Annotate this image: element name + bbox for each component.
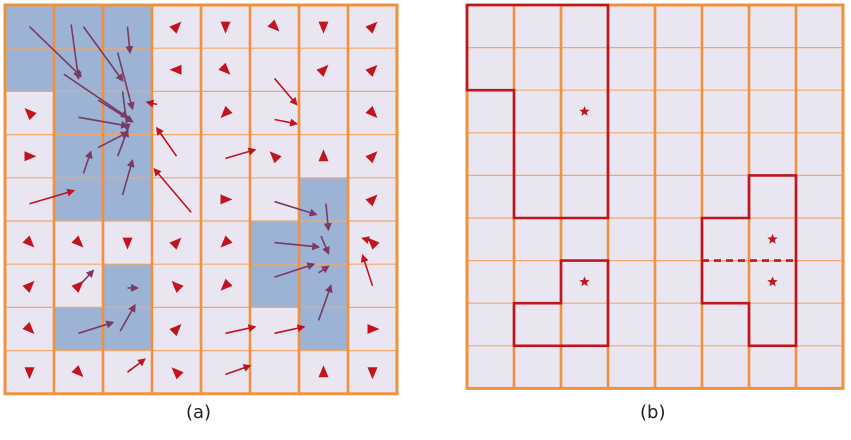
flow-arrow xyxy=(78,116,130,129)
direction-glyph xyxy=(220,235,233,248)
flow-arrow xyxy=(125,26,134,55)
direction-glyph xyxy=(318,365,329,378)
highlighted-cell xyxy=(103,264,152,308)
flow-arrow xyxy=(78,320,115,335)
flow-arrow xyxy=(82,150,93,174)
flow-arrow xyxy=(29,188,76,205)
highlighted-cell xyxy=(54,5,103,49)
flow-arrow xyxy=(323,203,332,232)
direction-glyph xyxy=(367,237,380,250)
panel-b-caption: (b) xyxy=(640,402,666,423)
highlighted-cell xyxy=(299,177,348,221)
flow-arrow xyxy=(63,73,129,119)
flow-arrow xyxy=(274,241,321,251)
direction-glyph xyxy=(220,105,233,118)
flow-arrow xyxy=(28,26,83,78)
direction-glyph xyxy=(365,64,378,77)
flow-arrow xyxy=(153,167,192,213)
panel-a-caption: (a) xyxy=(186,402,212,423)
direction-glyph xyxy=(365,194,378,207)
region-outline xyxy=(700,174,798,348)
direction-glyph xyxy=(318,21,329,34)
direction-glyph xyxy=(218,62,231,75)
direction-glyph xyxy=(171,367,184,380)
direction-glyph xyxy=(24,151,37,162)
flow-arrow xyxy=(145,99,158,108)
direction-glyph xyxy=(169,21,182,34)
flow-arrow xyxy=(274,118,299,127)
direction-glyph xyxy=(220,194,233,205)
flow-arrow xyxy=(127,358,146,373)
highlighted-cell xyxy=(5,48,54,92)
flow-arrow xyxy=(225,364,252,376)
direction-glyph xyxy=(367,324,380,334)
direction-glyph xyxy=(122,237,133,250)
flow-arrow xyxy=(225,147,257,160)
flow-arrow xyxy=(121,91,131,132)
direction-glyph xyxy=(220,278,233,291)
flow-arrow xyxy=(318,265,330,274)
direction-glyph xyxy=(171,280,184,293)
flow-arrow xyxy=(155,126,178,157)
direction-glyph xyxy=(71,235,84,248)
flow-arrow xyxy=(70,24,82,81)
direction-glyph xyxy=(22,235,35,248)
highlighted-cell xyxy=(299,307,348,351)
grid-border xyxy=(3,3,399,396)
seed-star-icon xyxy=(767,276,778,287)
highlighted-cell xyxy=(54,307,103,351)
highlighted-cell xyxy=(103,48,152,92)
flow-arrow xyxy=(119,303,136,332)
direction-glyph xyxy=(367,367,378,380)
flow-arrow xyxy=(116,128,129,157)
flow-arrow xyxy=(317,284,333,321)
panel-b-grid xyxy=(465,3,845,390)
direction-glyph xyxy=(24,367,35,380)
direction-glyph xyxy=(71,280,84,293)
highlighted-cell xyxy=(54,134,103,178)
panel-a-grid xyxy=(3,3,399,396)
direction-glyph xyxy=(316,64,329,77)
highlighted-cell xyxy=(54,91,103,135)
direction-glyph xyxy=(169,237,182,250)
flow-arrow xyxy=(320,235,330,255)
flow-arrow xyxy=(225,324,257,335)
flow-arrow xyxy=(116,52,135,111)
seed-star-icon xyxy=(579,276,590,287)
direction-glyph xyxy=(22,321,35,334)
flow-arrow xyxy=(274,262,316,278)
highlighted-cell xyxy=(54,177,103,221)
highlighted-cell xyxy=(103,134,152,178)
flow-arrow xyxy=(121,158,135,196)
direction-glyph xyxy=(220,21,231,34)
highlighted-cell xyxy=(299,264,348,308)
direction-glyph xyxy=(22,280,35,293)
highlighted-cell xyxy=(103,177,152,221)
seed-star-icon xyxy=(579,106,590,116)
direction-glyph xyxy=(365,151,378,164)
grid-border xyxy=(465,3,845,390)
direction-glyph xyxy=(269,151,282,164)
flow-arrow xyxy=(274,200,318,217)
flow-arrow xyxy=(273,77,298,106)
region-outline xyxy=(465,3,610,220)
direction-glyph xyxy=(24,108,37,121)
direction-glyph xyxy=(169,324,182,337)
direction-glyph xyxy=(365,21,378,34)
flow-arrow xyxy=(360,254,374,287)
direction-glyph xyxy=(365,105,378,118)
direction-glyph xyxy=(169,64,182,75)
direction-glyph xyxy=(267,19,280,32)
direction-glyph xyxy=(318,149,329,162)
flow-arrow xyxy=(82,26,124,82)
seed-star-icon xyxy=(767,233,778,244)
highlighted-cell xyxy=(103,307,152,351)
flow-arrow xyxy=(274,324,306,335)
direction-glyph xyxy=(71,365,84,378)
region-outline xyxy=(512,259,610,348)
